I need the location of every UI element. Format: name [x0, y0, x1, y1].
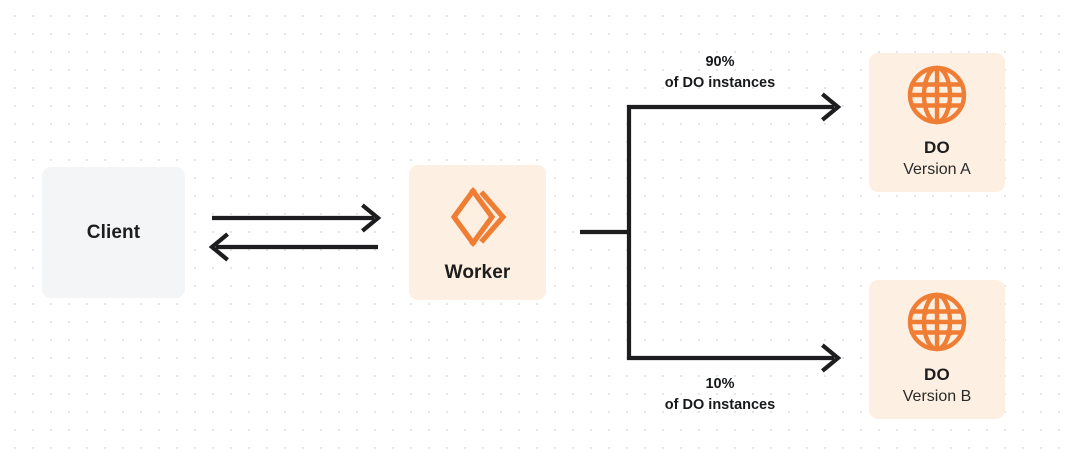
- node-do-version-a[interactable]: DO Version A: [869, 53, 1005, 192]
- arrow-worker-to-do-b: [627, 343, 842, 373]
- node-do-a-sublabel: Version A: [903, 160, 971, 178]
- arrow-worker-to-client: [208, 232, 378, 262]
- node-client-label: Client: [86, 221, 141, 243]
- node-do-version-b[interactable]: DO Version B: [869, 280, 1005, 419]
- edge-label-do-b: 10% of DO instances: [605, 374, 835, 415]
- node-do-a-label: DO: [924, 138, 950, 158]
- node-do-b-label: DO: [924, 365, 950, 385]
- globe-icon: [906, 64, 968, 126]
- arrow-worker-to-do-a: [627, 92, 842, 122]
- edge-label-do-b-percent: 10%: [705, 376, 735, 392]
- edge-label-do-b-caption: of DO instances: [664, 396, 776, 413]
- globe-icon: [906, 291, 968, 353]
- edge-label-do-a: 90% of DO instances: [605, 52, 835, 93]
- cloudflare-workers-icon: [449, 186, 507, 248]
- node-do-b-sublabel: Version B: [902, 387, 972, 405]
- node-worker[interactable]: Worker: [409, 165, 546, 300]
- edge-label-do-a-caption: of DO instances: [664, 74, 776, 91]
- node-client[interactable]: Client: [42, 167, 185, 298]
- arrow-client-to-worker: [212, 203, 382, 233]
- node-worker-label: Worker: [444, 261, 511, 283]
- edge-label-do-a-percent: 90%: [705, 54, 735, 70]
